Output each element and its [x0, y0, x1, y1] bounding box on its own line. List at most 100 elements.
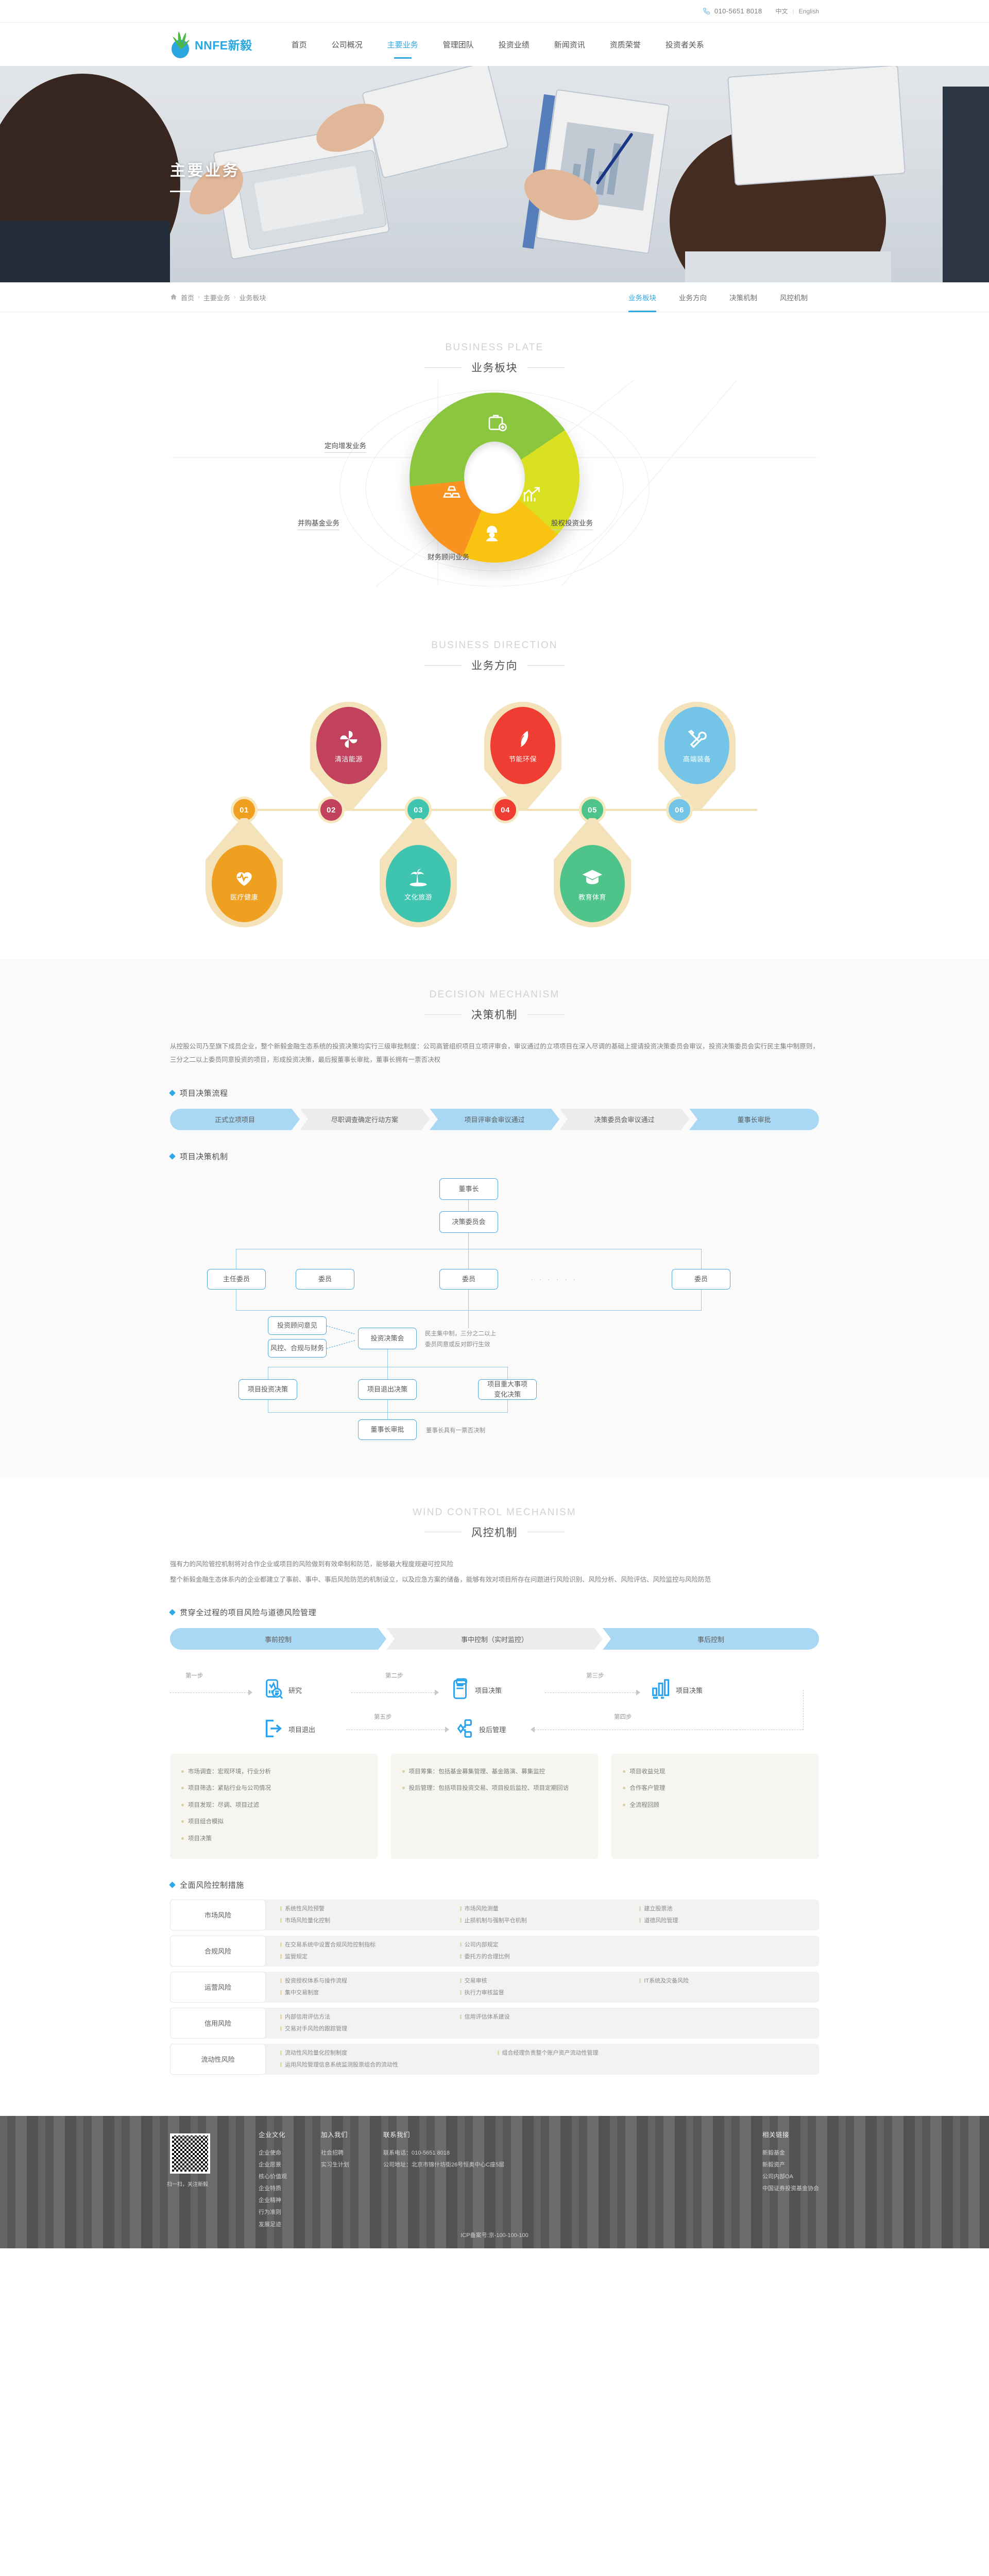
lang-english[interactable]: English [798, 7, 819, 15]
footer-link[interactable]: 企业特质 [259, 2185, 281, 2192]
footer-content: 扫一扫，关注新毅 企业文化 企业使命 企业愿景 核心价值观 企业特质 企业精神 … [167, 2116, 819, 2231]
tab-wind-control[interactable]: 风控机制 [780, 294, 808, 302]
footer-link[interactable]: 发展足迹 [259, 2221, 281, 2228]
hero-rule [170, 191, 191, 192]
wind-control-section: WIND CONTROL MECHANISM 风控机制 强有力的风险管控机制将对… [0, 1477, 989, 2116]
flow-step-4[interactable]: 决策委员会审议通过 [559, 1109, 689, 1130]
footer-col-join: 加入我们 社会招聘 实习生计划 [321, 2129, 349, 2231]
nav-item-news[interactable]: 新闻资讯 [554, 40, 585, 49]
nav-item-business[interactable]: 主要业务 [375, 23, 431, 66]
list-item: 投资授权体系与操作流程 [280, 1977, 460, 1986]
heading-rule-left [424, 665, 462, 666]
tab-business-plate[interactable]: 业务板块 [617, 282, 668, 312]
breadcrumb-business[interactable]: 主要业务 [203, 294, 230, 302]
decision-org-chart: 董事长 决策委员会 主任委员 委员 委员 · · · · · · 委员 投资顾问… [170, 1173, 819, 1441]
site-logo[interactable]: NNFE新毅 [170, 30, 252, 58]
direction-pin-high-end-equipment[interactable]: 高端装备 [658, 702, 736, 811]
nav-item-team[interactable]: 管理团队 [442, 40, 474, 49]
nav-item-investor[interactable]: 投资者关系 [665, 40, 704, 49]
wind-cards: 市场调查：宏观环境，行业分析 项目筛选：紧贴行业与公司情况 项目发现：尽调、项目… [170, 1754, 820, 1859]
footer-link[interactable]: 企业愿景 [259, 2162, 281, 2168]
heading-rule-left [424, 367, 462, 368]
breadcrumb-current: 业务板块 [239, 294, 266, 302]
step-research: 研究 [262, 1677, 302, 1703]
org-advisor-opinion: 投资顾问意见 [268, 1316, 327, 1335]
footer-link[interactable]: 核心价值观 [259, 2174, 287, 2180]
direction-node-06[interactable]: 06 [666, 796, 693, 823]
phase-post-control[interactable]: 事后控制 [603, 1628, 819, 1650]
direction-pin-energy-saving[interactable]: 节能环保 [484, 702, 561, 811]
phase-in-control[interactable]: 事中控制（实时监控） [386, 1628, 603, 1650]
tab-business-direction[interactable]: 业务方向 [679, 294, 707, 302]
hero-banner: 主要业务 [0, 66, 989, 282]
site-footer: 扫一扫，关注新毅 企业文化 企业使命 企业愿景 核心价值观 企业特质 企业精神 … [0, 2115, 989, 2248]
nav-item-performance[interactable]: 投资业绩 [498, 40, 530, 49]
home-icon[interactable] [170, 293, 177, 302]
list-item: 合作客户管理 [623, 1784, 808, 1793]
plate-label-directional: 定向增发业务 [325, 440, 366, 453]
phase-pre-control[interactable]: 事前控制 [170, 1628, 386, 1650]
direction-pin-education-sports[interactable]: 教育体育 [554, 818, 631, 927]
server-stack-icon [448, 1677, 472, 1703]
footer-link[interactable]: 新毅基金 [762, 2149, 785, 2156]
tab-decision-mechanism[interactable]: 决策机制 [729, 294, 757, 302]
footer-link[interactable]: 公司内部OA [762, 2174, 793, 2180]
flow-step-5[interactable]: 董事长审批 [689, 1108, 819, 1130]
breadcrumb-home[interactable]: 首页 [181, 294, 195, 302]
table-row: 运营风险 投资授权体系与操作流程 集中交易制度 交易审核 执行力审核监督 IT系… [170, 1971, 819, 2003]
flow-step-1[interactable]: 正式立项项目 [170, 1109, 300, 1130]
heading-rule-right [527, 665, 565, 666]
decision-en-title: DECISION MECHANISM [429, 989, 560, 1000]
step-label-2: 第二步 [385, 1673, 403, 1679]
footer-link[interactable]: 企业使命 [259, 2149, 281, 2156]
list-item: 市场风险量化控制 [280, 1917, 460, 1925]
direction-node-02[interactable]: 02 [318, 796, 345, 823]
direction-pin-healthcare[interactable]: 医疗健康 [206, 818, 283, 927]
footer-link[interactable]: 实习生计划 [321, 2162, 349, 2168]
list-item: 止损机制与强制平仓机制 [459, 1917, 640, 1925]
direction-pin-culture-tourism[interactable]: 文化旅游 [380, 818, 457, 927]
business-plate-section: BUSINESS PLATE 业务板块 [0, 312, 989, 610]
diamond-bullet-icon [169, 1882, 176, 1888]
flow-step-3[interactable]: 项目评审会审议通过 [430, 1109, 559, 1130]
business-direction-diagram: 清洁能源 节能环保 [170, 690, 819, 928]
org-line [468, 1289, 469, 1328]
footer-link[interactable]: 行为准则 [259, 2209, 281, 2216]
flow-step-2[interactable]: 尽职调查确定行动方案 [300, 1109, 430, 1130]
list-item: 建立股票池 [639, 1905, 819, 1913]
footer-link[interactable]: 新毅资产 [762, 2162, 785, 2168]
footer-background-image [0, 2115, 989, 2248]
nav-item-home[interactable]: 首页 [291, 40, 307, 49]
decision-mechanism-section: DECISION MECHANISM 决策机制 从控股公司乃至旗下成员企业，整个… [0, 959, 989, 1477]
nav-item-company[interactable]: 公司概况 [331, 40, 363, 49]
decision-org-title: 项目决策机制 [169, 1151, 819, 1162]
org-line [701, 1248, 702, 1269]
nav-item-honor[interactable]: 资质荣誉 [609, 40, 641, 49]
phone-block: 010-5651 8018 [703, 7, 762, 15]
decision-flow-title: 项目决策流程 [169, 1088, 819, 1098]
org-member-last: 委员 [672, 1268, 730, 1290]
list-item: 委托方的合理比例 [459, 1953, 640, 1961]
bar-chart-growth-icon [522, 484, 542, 506]
footer-link[interactable]: 中国证券投资基金协会 [762, 2185, 819, 2192]
gold-bars-icon [441, 483, 462, 505]
direction-pin-clean-energy[interactable]: 清洁能源 [310, 702, 387, 811]
footer-link[interactable]: 企业精神 [259, 2197, 281, 2204]
footer-link[interactable]: 社会招聘 [321, 2149, 344, 2156]
logo-leaf-icon [170, 30, 193, 58]
diamond-bullet-icon [169, 1609, 176, 1616]
list-item: 市场风险测量 [459, 1905, 640, 1913]
business-plate-heading: BUSINESS PLATE 业务板块 [0, 312, 989, 375]
direction-node-04[interactable]: 04 [492, 796, 519, 823]
plate-donut [410, 393, 579, 563]
org-decision-major: 项目重大事项变化决策 [478, 1379, 537, 1400]
lang-chinese[interactable]: 中文 [775, 8, 788, 15]
list-item: 内部信用评估方法 [280, 2013, 460, 2022]
footer-col-title: 加入我们 [321, 2131, 348, 2139]
language-switcher[interactable]: 中文 | English [776, 7, 820, 15]
logo-text: NNFE新毅 [195, 39, 252, 52]
plate-label-ma-fund: 并购基金业务 [298, 517, 339, 530]
step-label-3: 第三步 [586, 1673, 604, 1679]
main-nav: NNFE新毅 首页 公司概况 主要业务 管理团队 投资业绩 新闻资讯 资质荣誉 … [0, 23, 989, 66]
wind-step-flow: 第一步 研究 第二步 [170, 1663, 819, 1740]
